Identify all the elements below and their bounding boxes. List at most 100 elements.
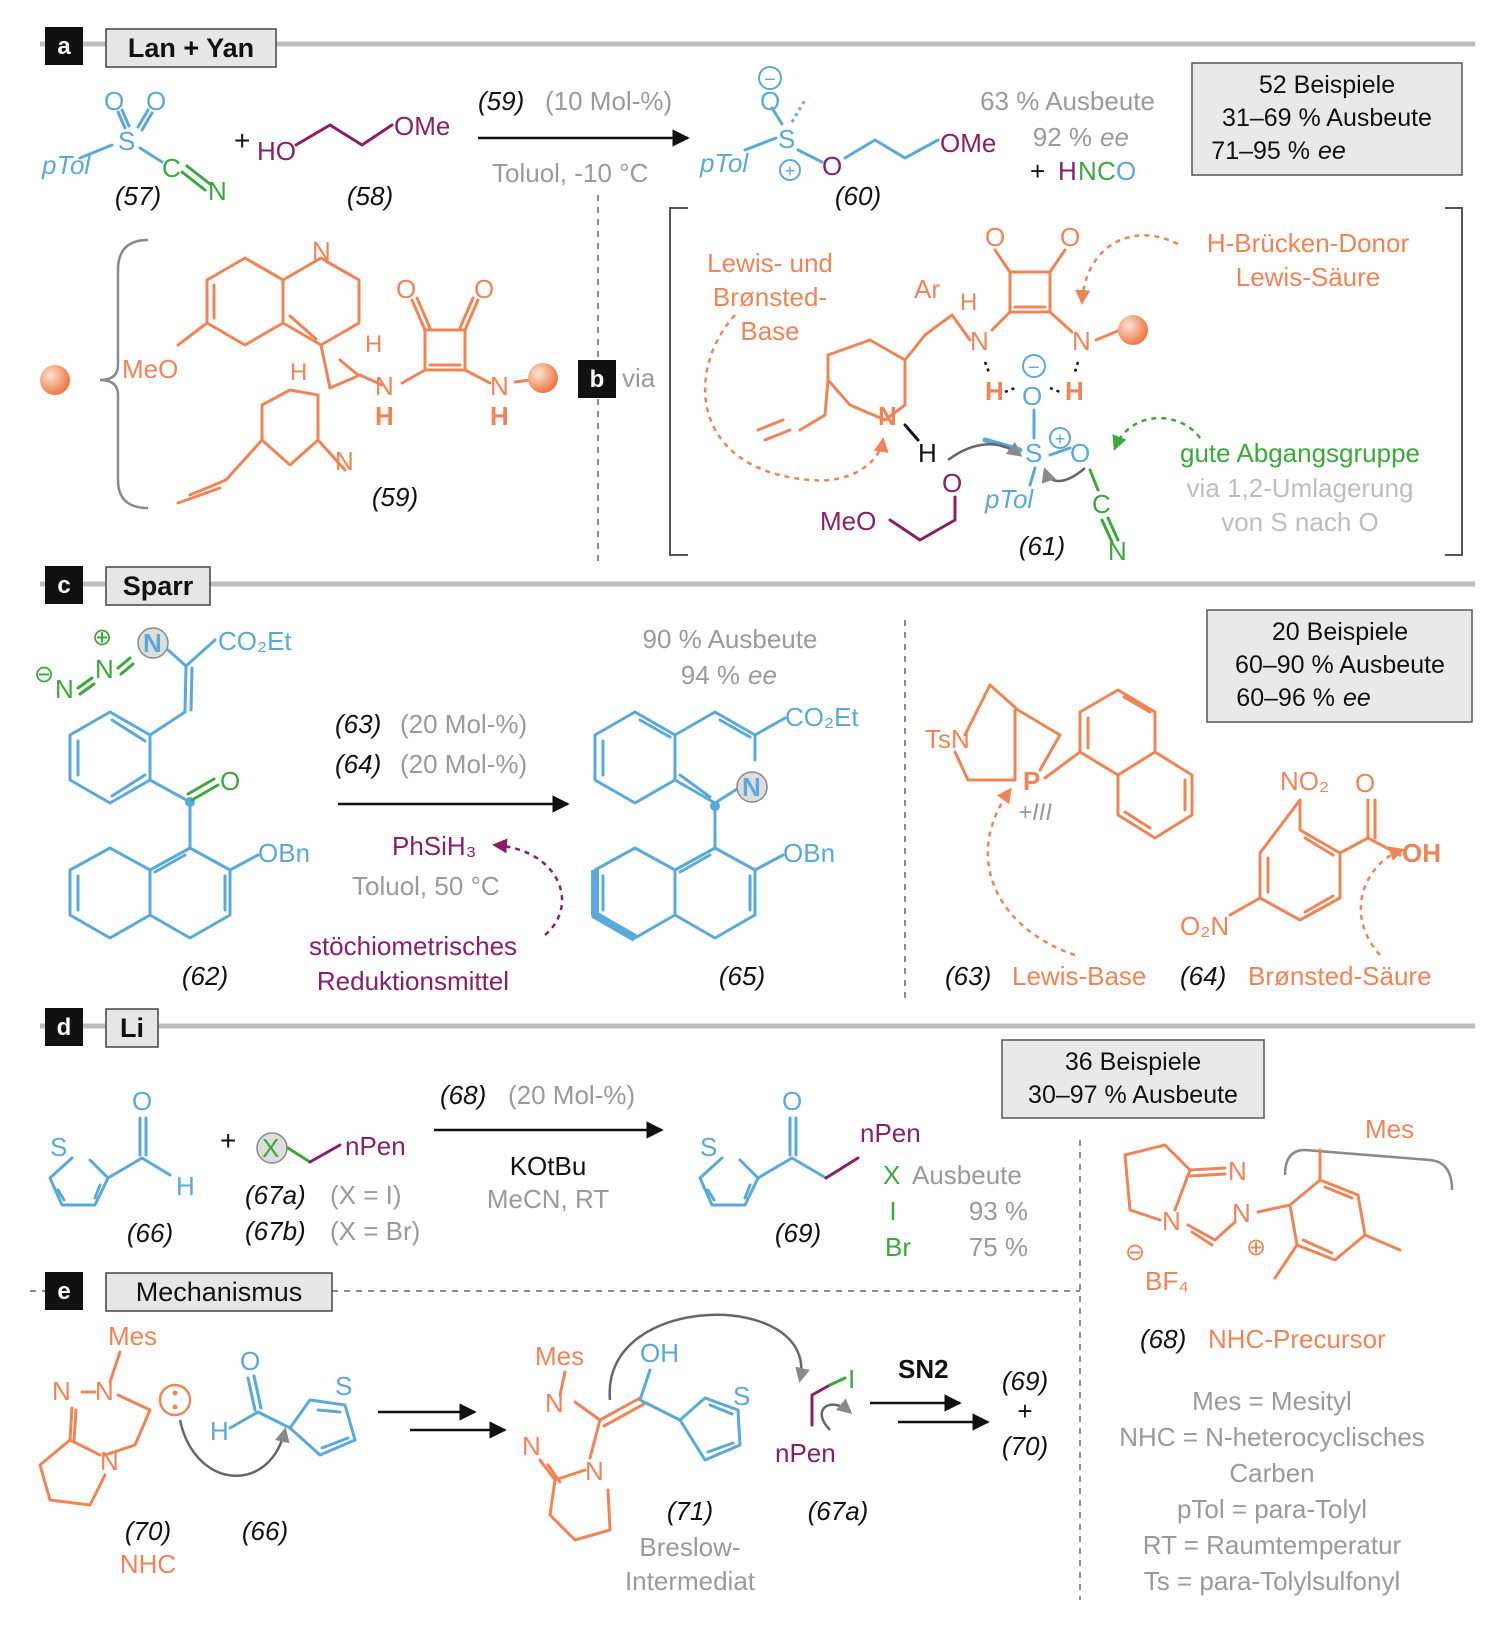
nhc-n2: N (52, 1376, 71, 1406)
catalyst-ref-63: (63) (335, 709, 381, 739)
nh-left-h: H (375, 401, 394, 431)
label-nhc-precursor: NHC-Precursor (1208, 1324, 1386, 1354)
azide-n3: N (143, 628, 162, 658)
panel-c-title: Sparr (123, 571, 194, 601)
aldehyde-66-e: O H S (66) (210, 1346, 357, 1546)
label-63: (63) (945, 961, 991, 991)
panel-a-title: Lan + Yan (128, 33, 254, 63)
bf4-68: BF₄ (1145, 1266, 1189, 1296)
oh-64: OH (1402, 838, 1441, 868)
ts-meo: MeO (820, 506, 876, 536)
label-66: (66) (127, 1218, 173, 1248)
legend-ptol: pTol = para-Tolyl (1177, 1494, 1367, 1524)
panel-c-letter: c (57, 572, 70, 599)
result-a: 63 % Ausbeute 92 % ee + H N C O (980, 86, 1155, 186)
breslow-n1: N (545, 1388, 564, 1418)
co2et-62: CO₂Et (218, 626, 292, 656)
triazolium-n3: N (1162, 1206, 1181, 1236)
panel-b-label: b via (578, 360, 656, 398)
catalyst-59: N MeO H N H N H O O N H (59) (40, 236, 558, 512)
sn2-text: SN2 (898, 1354, 949, 1384)
nhc-n3: N (100, 1446, 119, 1476)
box-c-line1: 20 Beispiele (1272, 618, 1408, 646)
hnco-c: C (1097, 156, 1116, 186)
label-64: (64) (1180, 961, 1226, 991)
label-67a-e: (67a) (808, 1496, 869, 1526)
quinoline-n: N (312, 236, 331, 266)
label-60: (60) (835, 181, 881, 211)
box-d-line1: 36 Beispiele (1065, 1048, 1201, 1076)
label-67a: (67a) (245, 1180, 306, 1210)
svg-text:−: − (764, 69, 776, 91)
o2n-64: O₂N (1180, 911, 1229, 941)
label-70: (70) (125, 1516, 171, 1546)
triazolium-n1: N (1228, 1156, 1247, 1186)
ts-h-right: H (1065, 376, 1084, 406)
x-equals-i: (X = I) (330, 1180, 402, 1210)
label-66-e: (66) (242, 1516, 288, 1546)
h-59-c8: H (290, 359, 307, 386)
attack-arrow-e (178, 1419, 290, 1478)
conditions-d: MeCN, RT (487, 1184, 609, 1214)
ee-unit-c: ee (748, 660, 777, 690)
catalyst-amount-64: (20 Mol-%) (400, 749, 527, 779)
table-header-yield: Ausbeute (912, 1160, 1022, 1190)
ts-quinuclidine-n: N (878, 401, 897, 431)
sn2-label: SN2 (898, 1354, 949, 1384)
legend-ts: Ts = para-Tolylsulfonyl (1144, 1566, 1401, 1596)
plus-68: ⊕ (1246, 1234, 1266, 1261)
ts-ar: Ar (914, 274, 940, 304)
minus-62: ⊖ (34, 661, 54, 688)
breslow-n3: N (585, 1456, 604, 1486)
reagent-phsih3: PhSiH₃ (392, 831, 476, 861)
product-plus-e: + (1017, 1396, 1032, 1426)
svg-text:+: + (1055, 429, 1066, 449)
azide-n1: N (55, 674, 74, 704)
label-59: (59) (372, 482, 418, 512)
ketone-o-62: O (220, 766, 240, 796)
isoquinoline-n: N (742, 772, 761, 802)
ts-cyanate-n: N (1108, 536, 1127, 566)
annotation-leaving-sub1: via 1,2-Umlagerung (1187, 473, 1414, 503)
ts-squaramide-o2: O (1060, 222, 1080, 252)
no2-64: NO₂ (1280, 766, 1329, 796)
table-row2-yield: 75 % (969, 1232, 1028, 1262)
ptol-label-60: pTol (699, 148, 749, 178)
box-a-line1: 52 Beispiele (1259, 71, 1395, 99)
annotation-base-3: Base (740, 316, 799, 346)
breslow-thiophene-s: S (733, 1381, 750, 1411)
ee-value-c: 94 % (681, 660, 740, 690)
ome-58: OMe (394, 111, 450, 141)
box-a-line3-unit: ee (1318, 137, 1346, 165)
summary-box-c: 20 Beispiele 60–90 % Ausbeute 60–96 % ee (1206, 609, 1473, 723)
box-c-line3-unit: ee (1343, 684, 1371, 712)
ts-ch-h: H (960, 289, 977, 316)
oxidation-state-63: +III (1018, 799, 1052, 826)
npen-67: nPen (345, 1131, 406, 1161)
ts-cyanate-o: O (1070, 438, 1090, 468)
label-61: (61) (1019, 531, 1065, 561)
table-row2-x: Br (885, 1232, 911, 1262)
compound-57: pTol S O O C N (57) (41, 86, 227, 211)
compound-66: S O H (66) (48, 1086, 195, 1248)
panel-e-header: e Mechanismus (30, 1272, 1080, 1312)
breslow-n2: N (522, 1431, 541, 1461)
nhc-70: Mes N N N (70) NHC (38, 1321, 192, 1579)
base-kotbu: KOtBu (510, 1151, 587, 1181)
breslow-oh: OH (640, 1338, 679, 1368)
plus-57-58: + (234, 125, 250, 156)
annotation-base-1: Lewis- und (707, 248, 833, 278)
abbreviations-legend: Mes = Mesityl NHC = N-heterocyclisches C… (1119, 1386, 1425, 1596)
svg-text:+: + (785, 161, 796, 181)
annotation-reductant-1: stöchiometrisches (309, 931, 517, 961)
aldehyde-h-e: H (210, 1416, 229, 1446)
catalyst-ref-64: (64) (335, 749, 381, 779)
transition-state-61: Lewis- und Brønsted- Base H-Brücken-Dono… (669, 207, 1463, 566)
co2et-65: CO₂Et (785, 702, 859, 732)
acid-o-64: O (1355, 768, 1375, 798)
ts-sulfur: S (1025, 438, 1042, 468)
plus-62: ⊕ (92, 624, 112, 651)
label-bronsted-acid: Brønsted-Säure (1248, 961, 1432, 991)
label-68: (68) (1140, 1324, 1186, 1354)
squaramide-o2: O (474, 274, 494, 304)
